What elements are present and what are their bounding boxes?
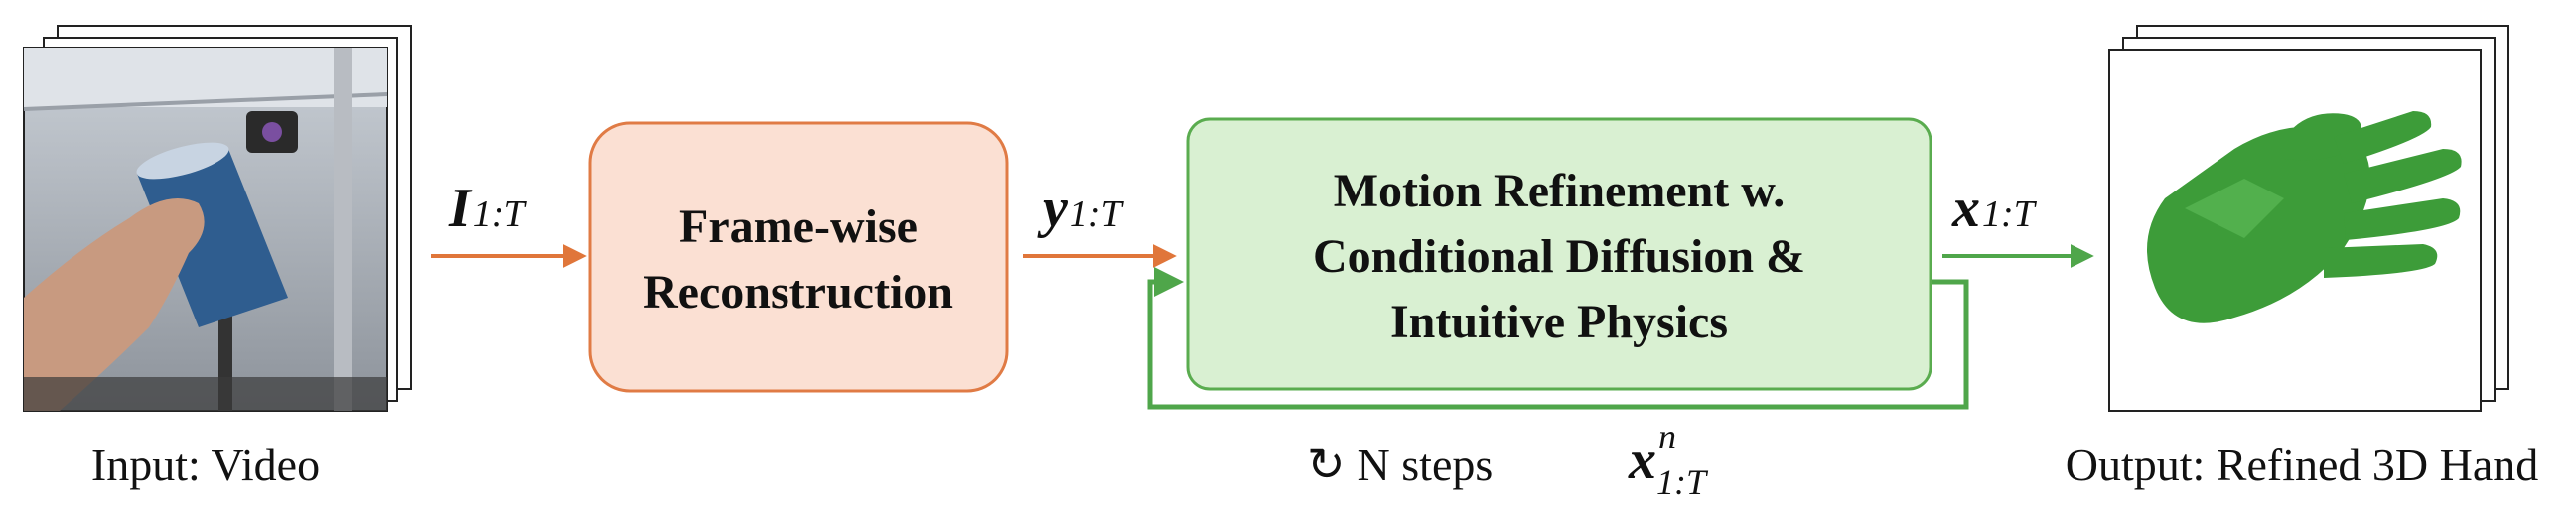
label-recon: y1:T	[1037, 178, 1125, 239]
reconstruction-line-1: Frame-wise	[679, 200, 918, 253]
input-video-stack	[23, 25, 412, 412]
video-frame-image	[23, 47, 388, 412]
reconstruction-box	[588, 121, 1009, 393]
label-refined: x1:T	[1951, 178, 2038, 239]
refinement-box	[1186, 117, 1932, 391]
refinement-line-1: Motion Refinement w.	[1334, 165, 1786, 217]
label-images: I1:T	[448, 178, 527, 239]
refinement-loop-arrow	[1147, 267, 1969, 410]
loop-steps-label: ↻N steps	[1307, 440, 1493, 490]
loop-icon: ↻	[1307, 440, 1346, 490]
output-caption: Output: Refined 3D Hand	[2066, 440, 2539, 490]
input-caption: Input: Video	[91, 440, 320, 490]
refinement-line-3: Intuitive Physics	[1390, 296, 1728, 348]
hand-mesh-render	[2147, 111, 2462, 323]
output-hand-stack	[2108, 25, 2509, 412]
refinement-line-2: Conditional Diffusion &	[1313, 230, 1805, 283]
reconstruction-line-2: Reconstruction	[644, 266, 953, 319]
